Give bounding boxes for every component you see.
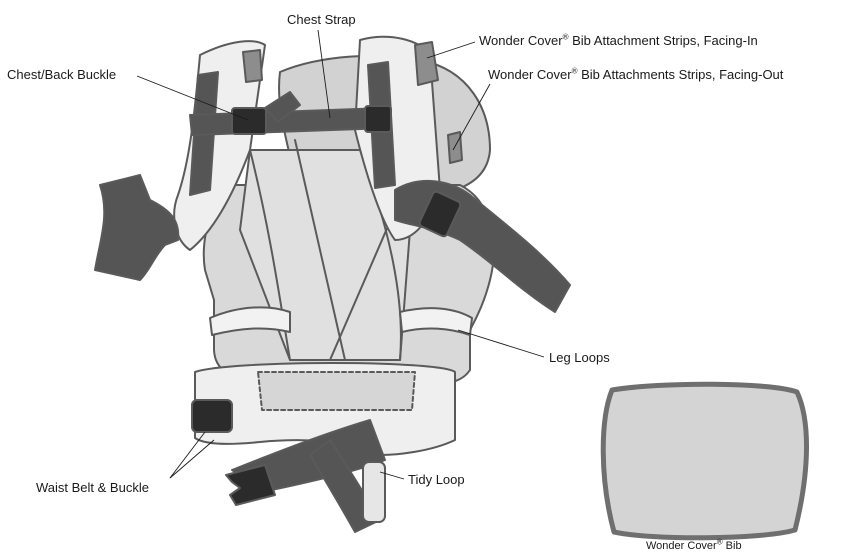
label-leg-loops: Leg Loops [549, 350, 610, 365]
label-bib-strips-in: Wonder Cover® Bib Attachment Strips, Fac… [479, 32, 758, 48]
chest-strap-tail [264, 91, 301, 123]
wonder-cover-bib [600, 381, 809, 541]
bib-strip-in [414, 41, 439, 86]
waist-buckle-end [225, 464, 276, 506]
chest-buckle [231, 107, 267, 135]
leg-loop-right [399, 307, 473, 336]
label-chest-strap: Chest Strap [287, 12, 356, 27]
label-bib: Wonder Cover® Bib [646, 537, 742, 552]
leader-waist-2 [169, 439, 215, 479]
back-x-left [294, 139, 346, 361]
label-chest-back-buckle: Chest/Back Buckle [7, 67, 117, 82]
left-hanging-strap [94, 174, 180, 281]
label-tidy-loop: Tidy Loop [408, 472, 465, 487]
leader-waist-1 [169, 431, 206, 479]
right-strap-slider [418, 190, 462, 238]
waist-belt-strap [231, 419, 386, 493]
leg-loop-left [209, 306, 291, 336]
waist-buckle-left [191, 399, 233, 433]
leader-bib-in [426, 41, 476, 59]
label-bib-strips-out: Wonder Cover® Bib Attachments Strips, Fa… [488, 66, 784, 82]
chest-strap-slider [364, 105, 392, 133]
leader-chest-back-buckle [136, 75, 249, 121]
bib-strip-out [447, 131, 463, 164]
leader-bib-out [452, 83, 491, 151]
leader-chest-strap [317, 29, 331, 119]
leader-tidy-loop [379, 471, 405, 480]
back-strap-left [249, 149, 291, 361]
label-waist-belt-buckle: Waist Belt & Buckle [36, 480, 149, 495]
tidy-loop [362, 461, 386, 523]
bib-strip-left [242, 49, 263, 83]
back-x-right [329, 209, 396, 361]
waist-belt-pad [257, 371, 416, 411]
leader-leg-loops [457, 329, 545, 358]
